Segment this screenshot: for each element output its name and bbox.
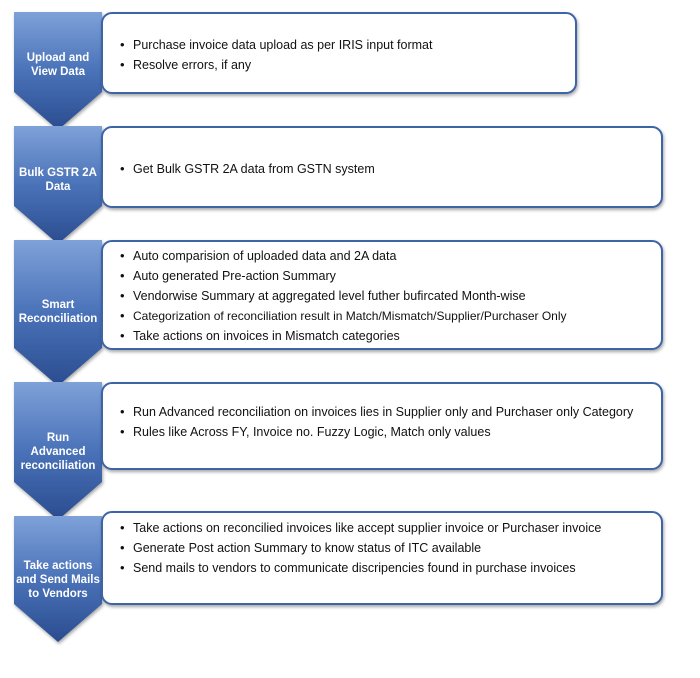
step-3-bullet-3: Vendorwise Summary at aggregated level f…	[120, 288, 655, 304]
step-3-bullet-1: Auto comparision of uploaded data and 2A…	[120, 248, 655, 264]
step-2-box: Get Bulk GSTR 2A data from GSTN system	[101, 126, 663, 208]
step-3-box: Auto comparision of uploaded data and 2A…	[101, 240, 663, 350]
chevron-step-3	[14, 240, 102, 386]
step-5-box: Take actions on reconcilied invoices lik…	[101, 511, 663, 605]
step-3-bullet-2: Auto generated Pre-action Summary	[120, 268, 655, 284]
step-3-bullet-5: Take actions on invoices in Mismatch cat…	[120, 328, 655, 344]
step-2-label: Bulk GSTR 2A Data	[19, 167, 97, 193]
chevron-step-4	[14, 382, 102, 520]
step-5-bullet-2: Generate Post action Summary to know sta…	[120, 540, 655, 556]
step-5-bullet-1: Take actions on reconcilied invoices lik…	[120, 520, 655, 536]
step-4-box: Run Advanced reconciliation on invoices …	[101, 382, 663, 470]
step-5-bullet-3: Send mails to vendors to communicate dis…	[120, 560, 655, 576]
step-2-bullet-1: Get Bulk GSTR 2A data from GSTN system	[120, 161, 653, 177]
step-1-label: Upload and View Data	[26, 52, 90, 78]
step-4-label: Run Advanced reconciliation	[20, 432, 96, 472]
step-3-label: Smart Reconciliation	[18, 299, 98, 325]
chevron-step-1	[14, 12, 102, 130]
step-1-bullet-2: Resolve errors, if any	[120, 57, 567, 73]
step-4-bullet-1: Run Advanced reconciliation on invoices …	[120, 404, 653, 420]
step-1-bullet-1: Purchase invoice data upload as per IRIS…	[120, 37, 567, 53]
step-1-box: Purchase invoice data upload as per IRIS…	[101, 12, 577, 94]
chevron-step-2	[14, 126, 102, 244]
step-4-bullet-2: Rules like Across FY, Invoice no. Fuzzy …	[120, 424, 653, 440]
chevron-step-5	[14, 516, 102, 642]
step-5-label: Take actions and Send Mails to Vendors	[16, 560, 100, 600]
step-3-bullet-4: Categorization of reconciliation result …	[120, 308, 655, 324]
